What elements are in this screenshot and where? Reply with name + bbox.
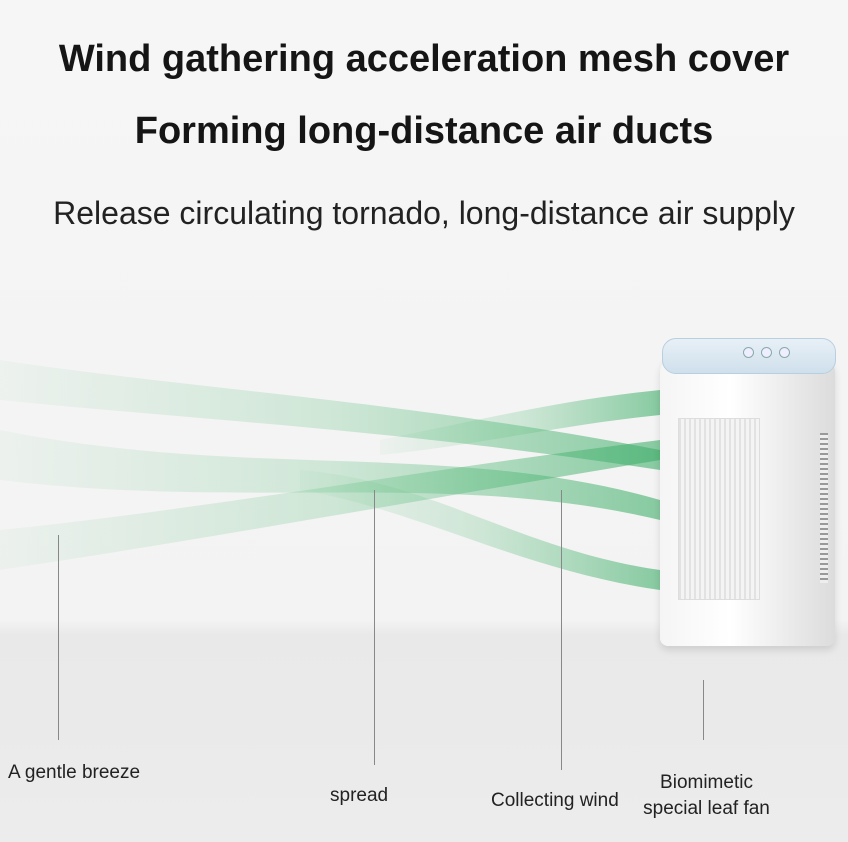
wave [300,470,660,590]
control-button [779,347,790,358]
headline-line-2: Forming long-distance air ducts [134,110,714,152]
label-collecting-wind: Collecting wind [491,790,619,811]
wave [0,440,660,570]
leader-line [703,680,704,740]
subheadline: Release circulating tornado, long-distan… [53,195,795,231]
label-leaf-fan-line-1: Biomimetic [660,772,753,793]
leader-line [58,535,59,740]
label-leaf-fan: Biomimetic special leaf fan [634,770,779,822]
airflow-waves [0,360,660,590]
leader-line [561,490,562,770]
side-vent [820,433,828,583]
wave [380,390,660,455]
label-spread: spread [330,785,389,806]
label-leaf-fan-line-2: special leaf fan [643,798,770,819]
leaf-fan-grille [678,418,760,600]
label-gentle-breeze: A gentle breeze [8,762,141,783]
fan-lid [662,338,836,374]
leader-line [374,490,375,765]
headline-line-1: Wind gathering acceleration mesh cover [58,38,790,80]
control-button [761,347,772,358]
air-cooler-fan-image [660,338,838,648]
wave [0,360,660,470]
control-button [743,347,754,358]
